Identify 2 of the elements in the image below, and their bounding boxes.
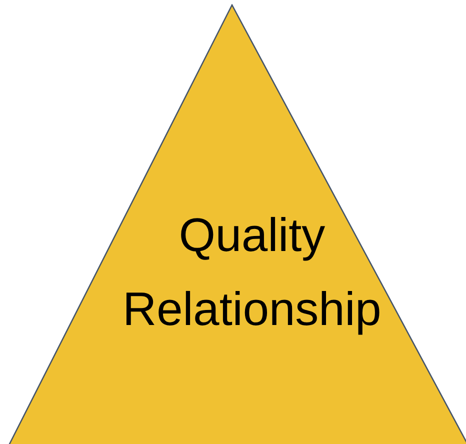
triangle-label: Quality Relationship: [122, 207, 382, 337]
triangle-shape: [8, 4, 466, 444]
